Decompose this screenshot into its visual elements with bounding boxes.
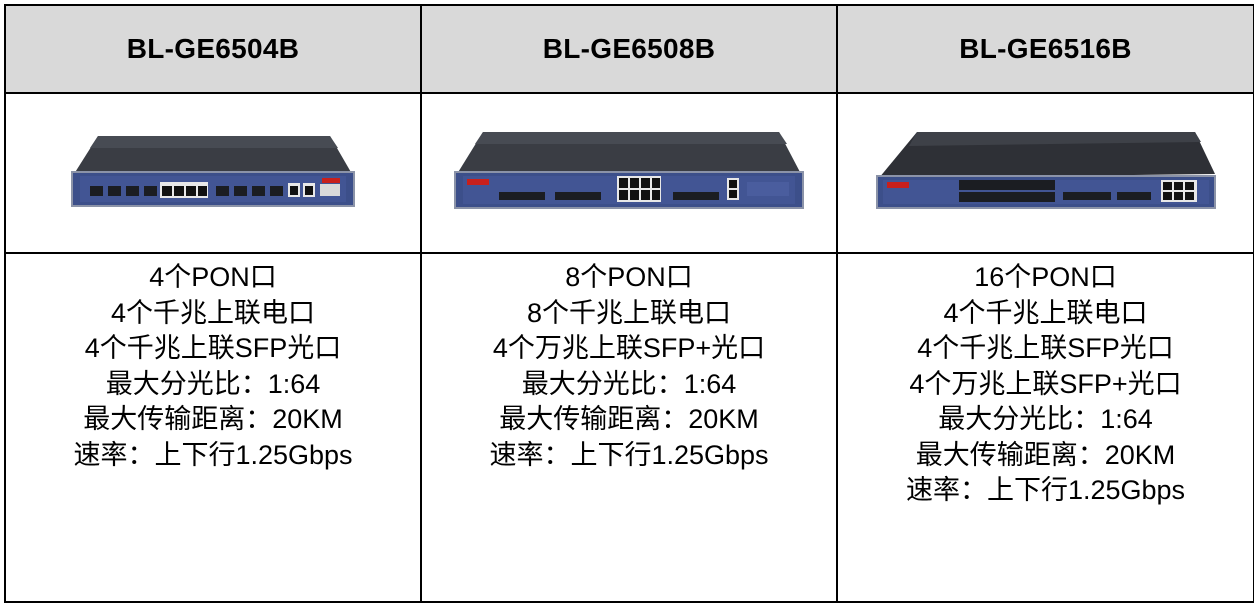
model-name-2: BL-GE6508B <box>420 4 838 94</box>
product-image-cell-3 <box>836 92 1254 254</box>
spec-list-1: 4个PON口 4个千兆上联电口 4个千兆上联SFP光口 最大分光比：1:64 最… <box>4 252 422 603</box>
spec-line: 最大传输距离：20KM <box>915 439 1176 470</box>
olt-4pon-device-image <box>71 136 355 207</box>
spec-line: 16个PON口 <box>974 262 1117 292</box>
spec-line: 4个万兆上联SFP+光口 <box>909 368 1182 399</box>
spec-line: 最大传输距离：20KM <box>83 404 343 434</box>
image-row <box>4 92 1254 254</box>
spec-line: 最大传输距离：20KM <box>499 404 759 434</box>
spec-list-2: 8个PON口 8个千兆上联电口 4个万兆上联SFP+光口 最大分光比：1:64 … <box>420 252 838 603</box>
spec-line: 8个PON口 <box>565 262 693 292</box>
olt-16pon-device-image <box>875 132 1216 209</box>
model-name-3: BL-GE6516B <box>836 4 1254 94</box>
spec-line: 4个万兆上联SFP+光口 <box>492 333 766 363</box>
spec-line: 速率：上下行1.25Gbps <box>489 439 769 470</box>
spec-line: 速率：上下行1.25Gbps <box>905 475 1186 505</box>
spec-line: 速率：上下行1.25Gbps <box>73 439 353 470</box>
spec-line: 8个千兆上联电口 <box>526 297 732 328</box>
spec-line: 最大分光比：1:64 <box>938 404 1153 434</box>
spec-line: 4个PON口 <box>149 262 277 292</box>
spec-line: 4个千兆上联电口 <box>943 297 1148 328</box>
spec-line: 最大分光比：1:64 <box>105 368 321 399</box>
header-row: BL-GE6504B BL-GE6508B BL-GE6516B <box>4 4 1254 94</box>
product-image-cell-1 <box>4 92 422 254</box>
product-comparison-table: BL-GE6504B BL-GE6508B BL-GE6516B <box>4 4 1254 603</box>
spec-list-3: 16个PON口 4个千兆上联电口 4个千兆上联SFP光口 4个万兆上联SFP+光… <box>836 252 1254 603</box>
spec-line: 最大分光比：1:64 <box>521 368 737 399</box>
spec-line: 4个千兆上联电口 <box>110 297 316 328</box>
product-image-cell-2 <box>420 92 838 254</box>
spec-line: 4个千兆上联SFP光口 <box>917 333 1174 363</box>
olt-8pon-device-image <box>454 132 804 209</box>
specs-row: 4个PON口 4个千兆上联电口 4个千兆上联SFP光口 最大分光比：1:64 最… <box>4 252 1254 603</box>
spec-line: 4个千兆上联SFP光口 <box>84 333 342 363</box>
model-name-1: BL-GE6504B <box>4 4 422 94</box>
